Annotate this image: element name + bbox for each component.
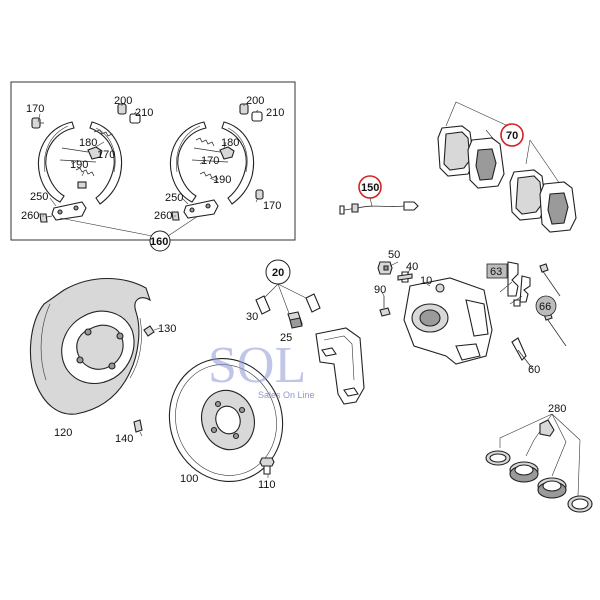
sol-watermark: SOL Sales On Line [208, 337, 315, 400]
brake-disc-group: 100 110 [168, 357, 284, 491]
callout-170: 170 [201, 155, 219, 167]
callout-120: 120 [54, 427, 72, 439]
watermark-tagline: Sales On Line [258, 390, 315, 400]
callout-190: 190 [213, 174, 231, 186]
callout-50: 50 [388, 249, 400, 261]
callout-90: 90 [374, 284, 386, 296]
callout-circle-70 [500, 123, 524, 147]
callout-30: 30 [246, 311, 258, 323]
callout-box-63 [486, 263, 508, 279]
callout-100: 100 [180, 473, 198, 485]
callout-260: 260 [21, 210, 39, 222]
callout-140: 140 [115, 433, 133, 445]
left-brake-shoe-set [31, 103, 141, 223]
callout-70: 70 [506, 130, 518, 142]
callout-110: 110 [258, 479, 276, 491]
callout-10: 10 [420, 275, 432, 287]
callout-130: 130 [158, 323, 176, 335]
callout-200: 200 [246, 95, 264, 107]
callout-210: 210 [266, 107, 284, 119]
callout-260: 260 [154, 210, 172, 222]
wear-sensor-group: 150 [339, 175, 419, 215]
callout-circle-66 [535, 295, 557, 317]
caliper-group: 50 40 10 90 [374, 249, 493, 365]
callout-200: 200 [114, 95, 132, 107]
right-brake-shoe-set [170, 103, 264, 221]
callout-250: 250 [165, 192, 183, 204]
callout-210: 210 [135, 107, 153, 119]
callout-280: 280 [548, 403, 566, 415]
pad-hardware-group: 63 66 60 [486, 261, 567, 376]
parking-brake-shoe-group: 170 200 210 180 190 170 250 260 200 210 … [10, 81, 296, 252]
brake-pad-set-group: 70 [437, 101, 577, 233]
callout-25: 25 [280, 332, 292, 344]
caliper-carrier-group: 20 30 25 [246, 259, 365, 405]
callout-180: 180 [79, 137, 97, 149]
callout-40: 40 [406, 261, 418, 273]
callout-180: 180 [221, 137, 239, 149]
callout-170: 170 [97, 149, 115, 161]
callout-150: 150 [361, 182, 379, 194]
callout-60: 60 [528, 364, 540, 376]
seal-kit-group: 280 [485, 403, 593, 513]
callout-160: 160 [150, 236, 168, 248]
dust-shield-group: 130 120 140 [29, 277, 176, 445]
callout-170: 170 [26, 103, 44, 115]
callout-circle-160 [149, 230, 171, 252]
callout-66: 66 [539, 301, 551, 313]
callout-190: 190 [70, 159, 88, 171]
callout-20: 20 [272, 267, 284, 279]
callout-250: 250 [30, 191, 48, 203]
callout-63: 63 [490, 266, 502, 278]
callout-170: 170 [263, 200, 281, 212]
watermark-brand: SOL [208, 337, 306, 394]
